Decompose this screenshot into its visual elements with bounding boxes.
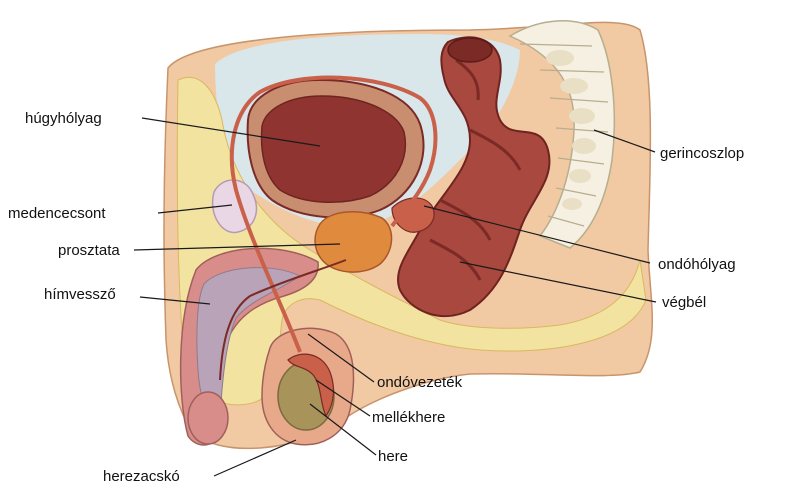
label-prostate: prosztata bbox=[58, 242, 120, 260]
bladder bbox=[248, 80, 424, 217]
label-seminal-vesicle: ondóhólyag bbox=[658, 256, 736, 274]
label-bladder: húgyhólyag bbox=[25, 110, 102, 128]
label-spine: gerincoszlop bbox=[660, 145, 744, 163]
label-scrotum: herezacskó bbox=[103, 468, 180, 486]
label-epididymis: mellékhere bbox=[372, 409, 445, 427]
label-penis: hímvessző bbox=[44, 286, 116, 304]
label-pelvic-bone: medencecsont bbox=[8, 205, 106, 223]
label-testis: here bbox=[378, 448, 408, 466]
label-rectum: végbél bbox=[662, 294, 706, 312]
prostate bbox=[315, 212, 391, 272]
label-vas-deferens: ondóvezeték bbox=[377, 374, 462, 392]
